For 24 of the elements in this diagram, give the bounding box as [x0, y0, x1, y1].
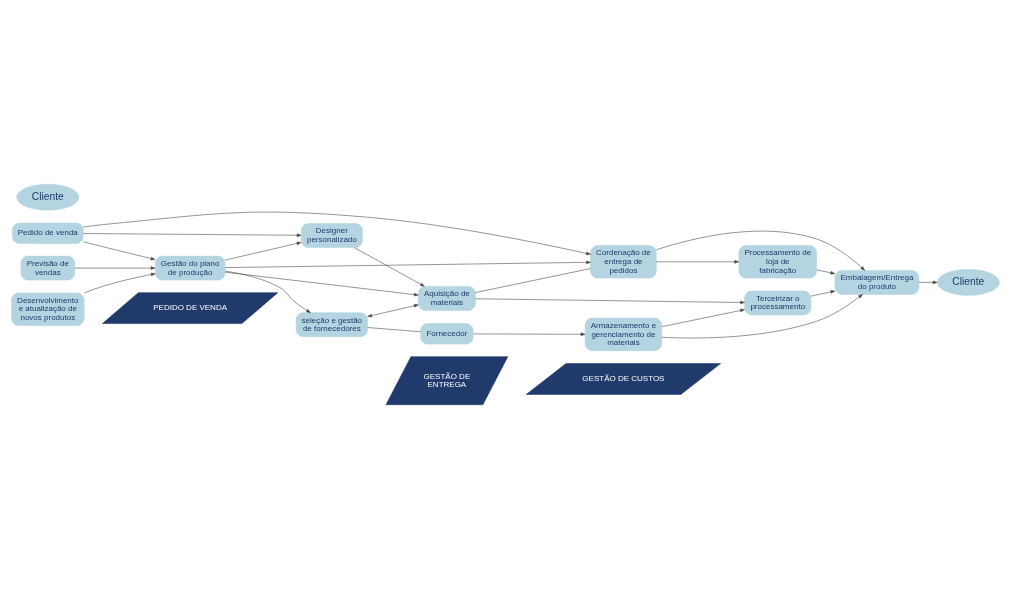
- arrow: [475, 298, 745, 305]
- arrow: [816, 269, 836, 275]
- connector: [367, 327, 421, 333]
- arrow: [656, 230, 865, 271]
- arrow: [367, 304, 419, 318]
- arrow: [74, 266, 156, 270]
- arrow: [224, 260, 591, 268]
- arrow: [661, 294, 863, 339]
- arrow: [83, 241, 156, 261]
- arrow: [656, 260, 739, 264]
- arrow: [224, 241, 302, 261]
- arrow: [354, 247, 425, 287]
- arrow: [83, 233, 302, 237]
- node-ellipse: Cliente: [16, 183, 80, 211]
- arrow: [224, 270, 311, 313]
- arrow: [918, 280, 938, 285]
- node-ellipse: Cliente: [937, 269, 1000, 296]
- arrow: [810, 290, 836, 297]
- arrow: [224, 271, 419, 297]
- arrow: [473, 332, 586, 336]
- arrow: [83, 211, 591, 256]
- connector: [475, 268, 591, 293]
- arrow: [83, 272, 156, 294]
- arrow: [661, 308, 745, 327]
